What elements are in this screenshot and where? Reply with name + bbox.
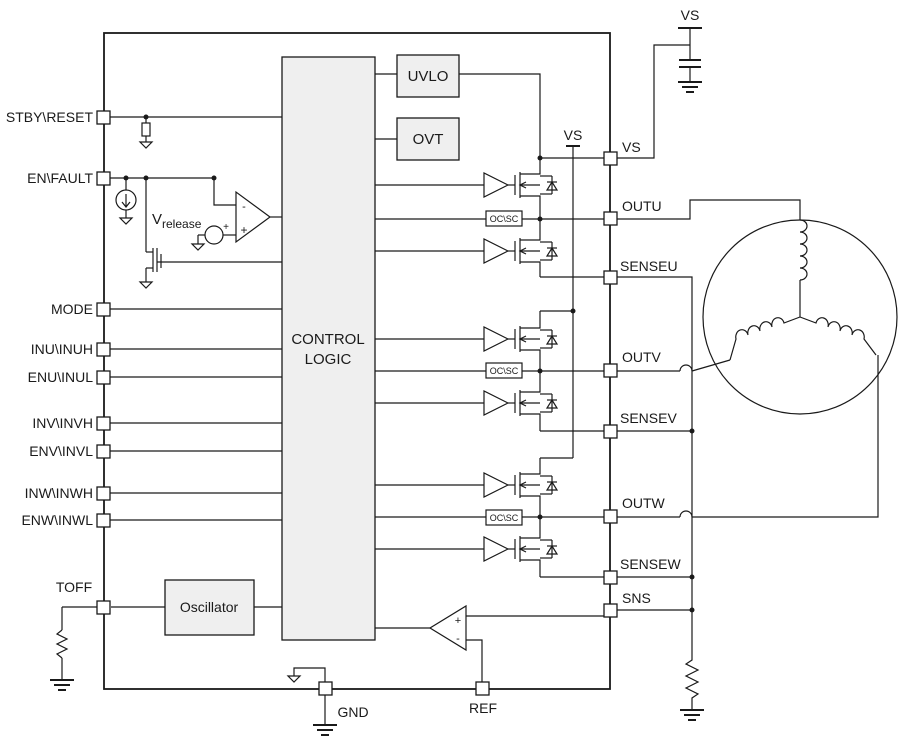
ovt-label: OVT [413,131,444,148]
ocsc-label-v: OC\SC [490,366,519,376]
pin-toff: TOFF [56,579,92,595]
external-vs-label: VS [681,7,700,23]
control-logic-label-1: CONTROL [291,331,364,348]
pin-outu: OUTU [622,198,662,214]
control-logic-block [281,56,376,641]
uvlo-label: UVLO [408,68,449,85]
ocsc-label-u: OC\SC [490,214,519,224]
chip-outline [103,32,611,690]
svg-text:-: - [456,633,460,645]
pin-vs: VS [622,139,641,155]
pin-outw: OUTW [622,495,666,511]
pin-ref: REF [469,700,497,716]
pin-sns: SNS [622,590,651,606]
pin-enu-inul: ENU\INUL [28,369,94,385]
internal-vs-label: VS [564,127,583,143]
pin-mode: MODE [51,301,93,317]
comparator-plus: + [240,223,247,237]
oscillator-block [164,579,255,636]
oscillator-label: Oscillator [180,599,239,615]
control-logic-label-2: LOGIC [305,351,352,368]
ovt-block [396,117,460,161]
vrelease-label: Vrelease [152,211,202,231]
comparator-minus: - [242,201,246,213]
pin-inv-invh: INV\INVH [32,415,93,431]
sense-amplifier [428,604,467,652]
left-pins [96,110,282,615]
pin-inw-inwh: INW\INWH [25,485,93,501]
gate-buffers [483,172,510,562]
mosfet-bridge [508,158,559,577]
pin-sensew: SENSEW [620,556,681,572]
pin-env-invl: ENV\INVL [29,443,93,459]
gate-drive-lines [375,184,486,550]
svg-text:+: + [223,222,229,233]
pin-outv: OUTV [622,349,662,365]
uvlo-block [396,54,460,98]
pin-gnd: GND [337,704,368,720]
pin-enw-inwl: ENW\INWL [21,512,93,528]
pin-en-fault: EN\FAULT [27,170,93,186]
vrelease-source [204,225,224,245]
svg-text:+: + [455,615,461,627]
pin-stby-reset: STBY\RESET [6,109,94,125]
pin-senseu: SENSEU [620,258,678,274]
right-pins [603,151,618,618]
pin-inu-inuh: INU\INUH [31,341,93,357]
en-comparator [235,190,272,244]
ocsc-label-w: OC\SC [490,513,519,523]
pin-sensev: SENSEV [620,410,677,426]
